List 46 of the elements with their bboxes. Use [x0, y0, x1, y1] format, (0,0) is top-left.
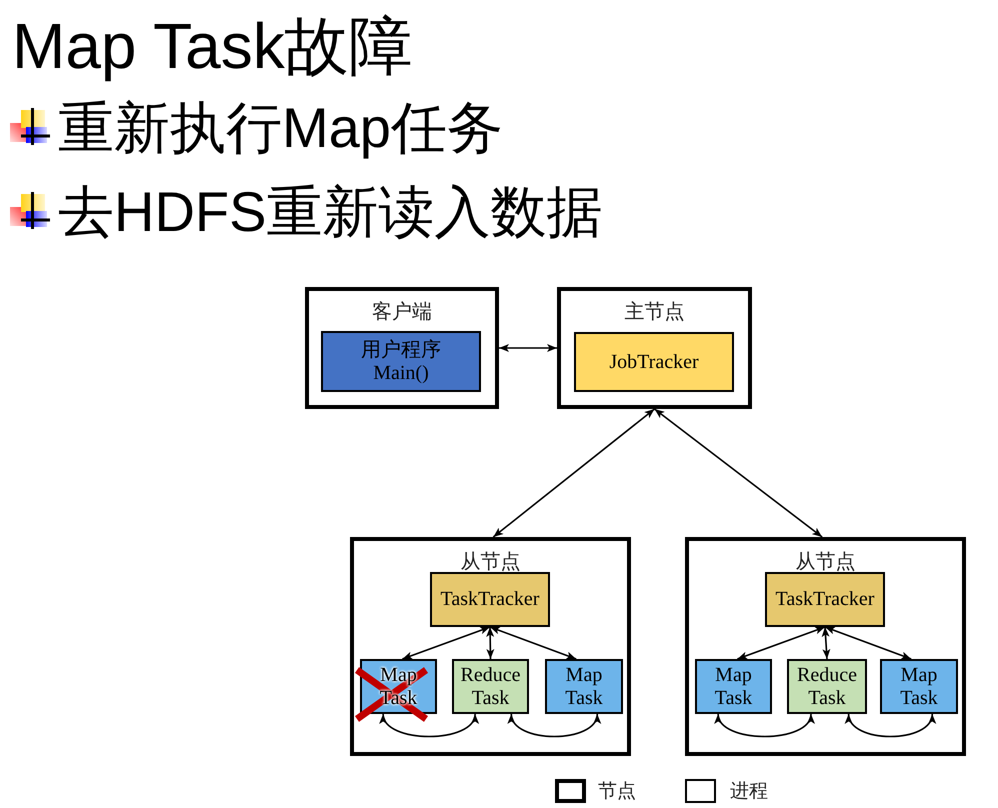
frame-title: 主节点	[624, 300, 684, 324]
curved-double-arrow	[382, 714, 476, 738]
node-frame	[305, 287, 499, 409]
double-arrow	[822, 626, 830, 660]
process-box	[574, 332, 734, 392]
curved-double-arrow	[510, 714, 599, 738]
process-label: Main()	[372, 362, 430, 384]
process-label: Map Task	[379, 664, 418, 710]
double-arrow	[486, 626, 494, 660]
process-label: TaskTracker	[440, 588, 540, 611]
node-frame	[557, 287, 752, 409]
process-box	[787, 659, 867, 714]
double-arrow	[499, 344, 557, 352]
process-label: Map Task	[564, 664, 604, 710]
process-label: 用户程序	[360, 338, 442, 362]
bullet-text: 重新执行Map任务	[58, 98, 503, 158]
bullet-text: 去HDFS重新读入数据	[58, 182, 602, 242]
double-arrow	[402, 626, 490, 660]
frame-title: 客户端	[372, 300, 432, 324]
double-arrow	[824, 626, 912, 660]
process-label: Reduce Task	[460, 664, 521, 710]
double-arrow	[654, 408, 823, 538]
process-box	[765, 572, 885, 627]
double-arrow	[737, 626, 826, 660]
process-box	[545, 659, 623, 714]
process-label: Map Task	[900, 664, 938, 710]
legend-text: 节点	[598, 780, 636, 804]
process-box	[880, 659, 958, 714]
process-label: TaskTracker	[775, 588, 875, 611]
frame-title: 从节点	[460, 550, 520, 574]
process-label: JobTracker	[608, 350, 700, 374]
frame-title: 从节点	[796, 550, 856, 574]
process-label: Reduce Task	[796, 664, 858, 710]
node-frame	[685, 537, 966, 756]
double-arrow	[492, 408, 655, 538]
node-frame	[350, 537, 631, 756]
process-box	[695, 659, 772, 714]
curved-double-arrow	[847, 714, 934, 738]
legend-text: 进程	[730, 780, 768, 804]
slide-title: Map Task故障	[12, 11, 413, 81]
process-label: Map Task	[714, 664, 753, 710]
curved-double-arrow	[716, 714, 812, 738]
double-arrow	[490, 626, 576, 660]
process-box	[452, 659, 529, 714]
process-box	[321, 331, 481, 392]
process-box	[430, 572, 550, 627]
